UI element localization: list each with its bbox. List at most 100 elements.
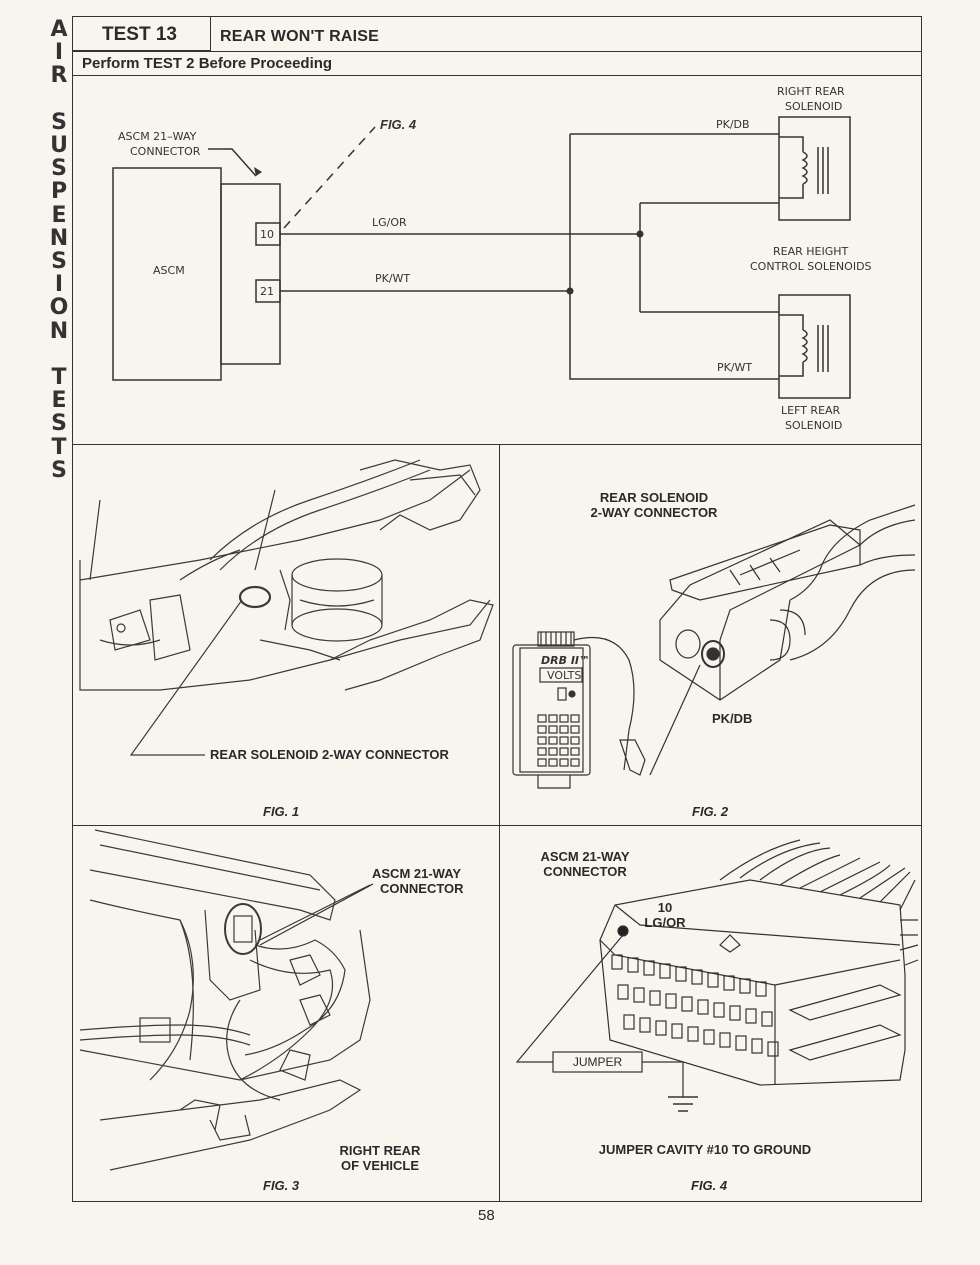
fig3-callout-line1: ASCM 21-WAY (372, 866, 462, 881)
fig4-illustration (515, 839, 919, 1112)
right-solenoid-label-2: SOLENOID (785, 100, 842, 113)
locking-tab-upper (788, 984, 902, 1021)
splice-dot-pk (566, 287, 574, 295)
side-title-letter: R (50, 63, 68, 89)
connector-cavities (611, 954, 779, 1057)
side-title-letter: E (51, 388, 67, 414)
fig4-ref-label: FIG. 4 (380, 117, 417, 132)
connector-housing-top (659, 519, 862, 641)
connector-body (599, 879, 906, 1086)
side-title-letter: N (49, 225, 69, 251)
fig4-callout-line2: CONNECTOR (543, 864, 627, 879)
fig1-caption: FIG. 1 (263, 804, 300, 819)
jumper-wire (642, 1061, 684, 1097)
wire-bundle (719, 839, 919, 966)
drb-meter-display-text: VOLTS (547, 669, 581, 682)
side-title-letter: S (51, 109, 67, 135)
fig3-location-line1: RIGHT REAR (339, 1143, 421, 1158)
side-title-letter: T (51, 365, 67, 391)
fig3-location-line2: OF VEHICLE (340, 1158, 419, 1173)
wire-pk-common (569, 134, 779, 380)
side-title-letter: S (51, 411, 67, 437)
side-title-letter: N (49, 318, 69, 344)
right-solenoid-core (817, 147, 829, 194)
fig1-illustration (79, 459, 494, 756)
fig2-wire-label: PK/DB (712, 711, 753, 726)
fig3-location: RIGHT REAR OF VEHICLE (330, 1143, 430, 1173)
fig4-instruction: JUMPER CAVITY #10 TO GROUND (598, 1142, 812, 1157)
side-title-letter: P (50, 179, 68, 205)
fig2-callout-line2: 2-WAY CONNECTOR (590, 505, 718, 520)
fig3-illustration (79, 829, 371, 1171)
left-solenoid-label-2: SOLENOID (785, 419, 842, 432)
drb-meter-display (539, 667, 583, 683)
fig2-caption: FIG. 2 (692, 804, 729, 819)
fig3-callout-line2: CONNECTOR (380, 881, 464, 896)
probe-lead (573, 636, 635, 771)
left-rear-solenoid-box (778, 294, 851, 399)
left-solenoid-label-1: LEFT REAR (781, 404, 841, 417)
side-title-letter: I (54, 272, 64, 298)
fig2-illustration (512, 504, 916, 789)
test-title: REAR WON'T RAISE (220, 28, 380, 45)
group-label-2: CONTROL SOLENOIDS (750, 260, 872, 273)
wire-pk-wt-right-label: PK/WT (717, 361, 752, 374)
wire-lg-or-label: LG/OR (372, 216, 407, 229)
side-title-letter: E (51, 202, 67, 228)
fig4-cavity-num: 10 (657, 900, 673, 915)
side-title-letter: T (51, 434, 67, 460)
pin-21-label: 21 (260, 285, 274, 298)
side-title-letter: I (54, 40, 64, 66)
figure-row-rule (72, 825, 922, 826)
fig3-caption: FIG. 3 (263, 1178, 300, 1193)
group-label-1: REAR HEIGHT (773, 245, 849, 258)
fig3-callout: ASCM 21-WAY CONNECTOR (372, 866, 472, 896)
ascm-module-label: ASCM (153, 264, 185, 277)
page-frame (72, 16, 922, 1202)
splice-dot-lg-or (636, 230, 644, 238)
side-title-letter: S (51, 156, 67, 182)
side-title-letter: A (50, 17, 68, 42)
fig4-leader (515, 934, 624, 1063)
left-solenoid-coil (801, 329, 808, 363)
fig4-callout: ASCM 21-WAY CONNECTOR (530, 849, 640, 879)
header-bottom-rule (72, 75, 922, 76)
cavity-10-marker (617, 925, 629, 937)
probe-tip (619, 739, 646, 776)
connector-label-2: CONNECTOR (130, 145, 201, 158)
fig1-callout: REAR SOLENOID 2-WAY CONNECTOR (210, 747, 449, 762)
wire-pk-db-label: PK/DB (716, 118, 750, 131)
ascm-connector-box (220, 183, 281, 365)
connector-leader (208, 148, 257, 177)
fig4-caption: FIG. 4 (691, 1178, 728, 1193)
fig4-cavity-wire: LG/OR (644, 915, 686, 930)
side-title-letter: O (49, 295, 69, 321)
schematic-bottom-rule (72, 444, 922, 445)
drb-meter-keypad (537, 714, 580, 767)
fig4-cavity-label: 10 LG/OR (640, 900, 690, 930)
test-prerequisite: Perform TEST 2 Before Proceeding (82, 55, 333, 72)
connector-label-1: ASCM 21–WAY (118, 130, 197, 143)
wire-pk-wt-label: PK/WT (375, 272, 410, 285)
figure-column-rule (499, 444, 500, 1202)
side-title-letter: S (51, 249, 67, 275)
jumper-label: JUMPER (572, 1055, 623, 1069)
left-solenoid-core (817, 325, 829, 372)
pin-10-label: 10 (260, 228, 274, 241)
page-number: 58 (478, 1207, 495, 1224)
test-number: TEST 13 (72, 16, 211, 51)
right-solenoid-label-1: RIGHT REAR (777, 85, 845, 98)
fig4-ref-dashed (283, 126, 376, 229)
ground-symbol (668, 1096, 698, 1112)
fig4-callout-line1: ASCM 21-WAY (540, 849, 630, 864)
right-rear-solenoid-box (778, 116, 851, 221)
side-title-letter: S (51, 457, 67, 483)
fig2-callout: REAR SOLENOID 2-WAY CONNECTOR (584, 490, 724, 520)
fig2-callout-line1: REAR SOLENOID (599, 490, 709, 505)
side-title-letter: U (50, 133, 68, 159)
drb-meter-brand: DRB II™ (541, 654, 590, 667)
locking-tab-lower (788, 1024, 902, 1061)
header-divider (72, 51, 922, 52)
